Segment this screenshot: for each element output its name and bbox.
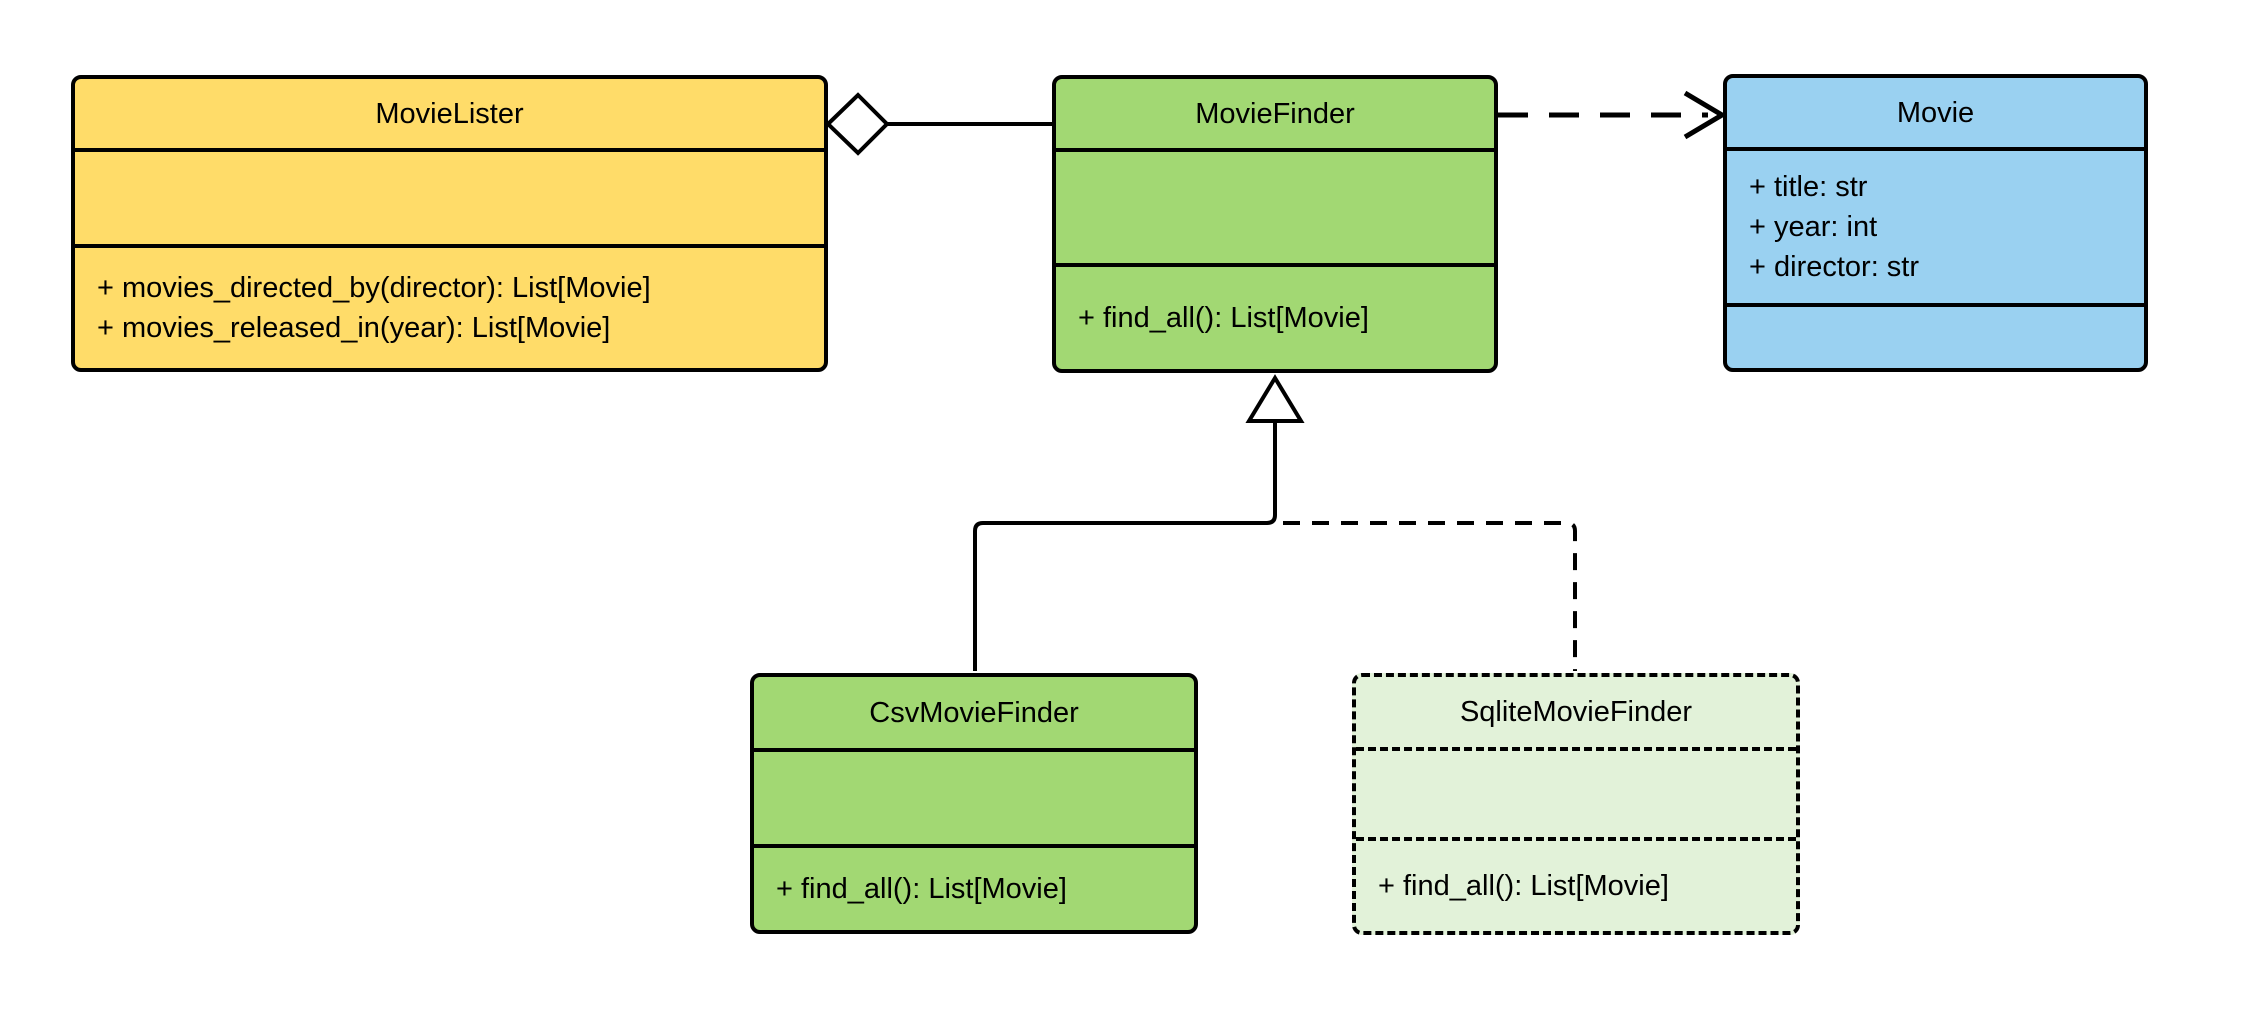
class-name: Movie: [1896, 96, 1975, 129]
hollow-triangle-marker: [1245, 374, 1305, 423]
class-name: MovieFinder: [1195, 97, 1355, 130]
movielister-methods-compartment: + movies_directed_by(director): List[Mov…: [75, 244, 824, 368]
generalization-sqlitemoviefinder-moviefinder: [1283, 521, 1577, 671]
dependency-moviefinder-movie: [1498, 90, 1727, 140]
movielister-attributes-compartment: [75, 148, 824, 244]
moviefinder-attributes-compartment: [1056, 148, 1494, 263]
method-label: + movies_released_in(year): List[Movie]: [97, 312, 611, 344]
class-name: CsvMovieFinder: [869, 696, 1079, 729]
moviefinder-title-compartment: MovieFinder: [1056, 79, 1494, 148]
movie-attributes-compartment: + title: str + year: int + director: str: [1727, 147, 2144, 303]
class-node-csvmoviefinder: CsvMovieFinder + find_all(): List[Movie]: [750, 673, 1198, 934]
class-name: SqliteMovieFinder: [1459, 696, 1693, 728]
attribute-label: + director: str: [1749, 251, 1920, 283]
csvmoviefinder-methods-compartment: + find_all(): List[Movie]: [754, 844, 1194, 930]
sqlitemoviefinder-attributes-compartment: [1356, 747, 1796, 837]
class-node-movie: Movie + title: str + year: int + directo…: [1723, 74, 2148, 372]
class-node-sqlitemoviefinder: SqliteMovieFinder + find_all(): List[Mov…: [1352, 673, 1800, 935]
attribute-label: + title: str: [1749, 171, 1868, 203]
aggregation-movielister-moviefinder: [825, 92, 1052, 156]
method-label: + movies_directed_by(director): List[Mov…: [97, 272, 651, 304]
method-label: + find_all(): List[Movie]: [1078, 302, 1369, 334]
moviefinder-methods-compartment: + find_all(): List[Movie]: [1056, 263, 1494, 369]
sqlitemoviefinder-methods-compartment: + find_all(): List[Movie]: [1356, 837, 1796, 931]
movielister-title-compartment: MovieLister: [75, 79, 824, 148]
class-name: MovieLister: [375, 97, 524, 130]
method-label: + find_all(): List[Movie]: [776, 873, 1067, 905]
movie-methods-compartment: [1727, 303, 2144, 368]
method-label: + find_all(): List[Movie]: [1378, 870, 1669, 902]
hollow-diamond-marker: [825, 92, 890, 156]
csvmoviefinder-title-compartment: CsvMovieFinder: [754, 677, 1194, 748]
generalization-csvmoviefinder-moviefinder: [973, 374, 1305, 671]
class-node-moviefinder: MovieFinder + find_all(): List[Movie]: [1052, 75, 1498, 373]
attribute-label: + year: int: [1749, 211, 1878, 243]
class-node-movielister: MovieLister + movies_directed_by(directo…: [71, 75, 828, 372]
open-arrowhead-marker: [1683, 90, 1727, 140]
csvmoviefinder-attributes-compartment: [754, 748, 1194, 844]
sqlitemoviefinder-title-compartment: SqliteMovieFinder: [1356, 677, 1796, 747]
movie-title-compartment: Movie: [1727, 78, 2144, 147]
